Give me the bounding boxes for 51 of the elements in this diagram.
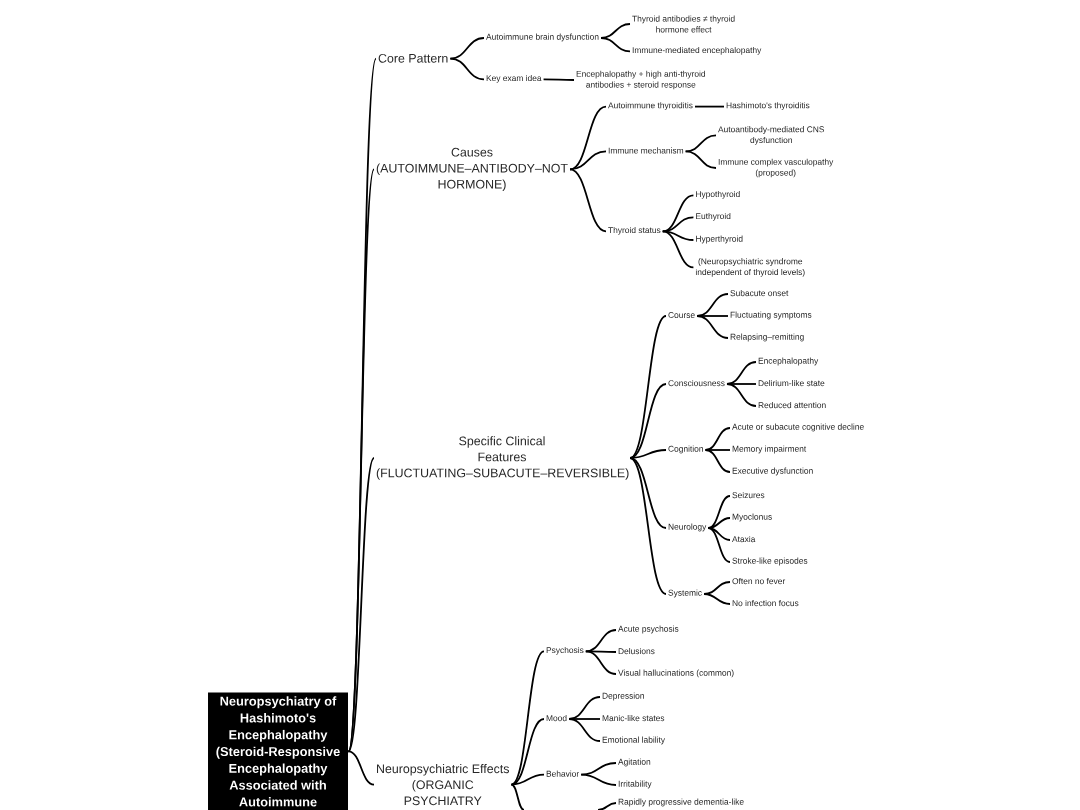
connector-line — [726, 361, 757, 385]
connector-line — [661, 194, 695, 233]
connector-line — [704, 449, 731, 473]
connector-line — [703, 581, 731, 595]
connector-line — [726, 383, 757, 407]
connector-line — [542, 78, 575, 81]
connector-line — [584, 650, 617, 675]
connector-line — [704, 427, 731, 451]
connector-line — [569, 150, 607, 171]
connector-line — [684, 134, 717, 153]
connector-line — [629, 315, 667, 459]
connector-line — [449, 57, 485, 81]
connector-line — [707, 517, 731, 529]
connector-line — [569, 105, 607, 171]
connector-line — [600, 37, 631, 53]
connector-line — [707, 527, 731, 541]
connector-line — [707, 495, 731, 529]
connector-line — [597, 802, 617, 810]
connector-line — [510, 650, 545, 786]
connector-line — [584, 650, 617, 653]
connector-line — [347, 457, 375, 753]
connector-line — [449, 37, 485, 60]
connector-line — [694, 105, 725, 108]
connector-line — [629, 383, 667, 459]
connector-line — [510, 783, 525, 810]
connector-line — [629, 449, 667, 459]
connector-line — [568, 696, 601, 720]
connector-line — [580, 773, 617, 786]
connector-line — [629, 457, 667, 595]
connector-line — [684, 150, 717, 169]
connector-line — [726, 383, 757, 385]
connector-line — [347, 750, 375, 786]
connector-line — [661, 216, 695, 233]
connector-line — [510, 773, 545, 786]
connector-line — [580, 762, 617, 776]
connector-line — [347, 168, 375, 753]
connector-line — [661, 230, 695, 241]
connector-line — [704, 449, 731, 451]
connector-line — [696, 293, 729, 317]
connector-line — [568, 718, 601, 742]
connector-line — [707, 527, 731, 563]
connector-line — [584, 629, 617, 653]
connector-line — [600, 23, 631, 39]
connector-line — [703, 593, 731, 605]
connector-line — [510, 718, 545, 786]
connector-line — [568, 718, 601, 720]
connector-line — [569, 168, 607, 233]
connector-line — [661, 230, 695, 269]
connector-line — [696, 315, 729, 317]
connector-line — [696, 315, 729, 339]
connector-line — [629, 457, 667, 529]
